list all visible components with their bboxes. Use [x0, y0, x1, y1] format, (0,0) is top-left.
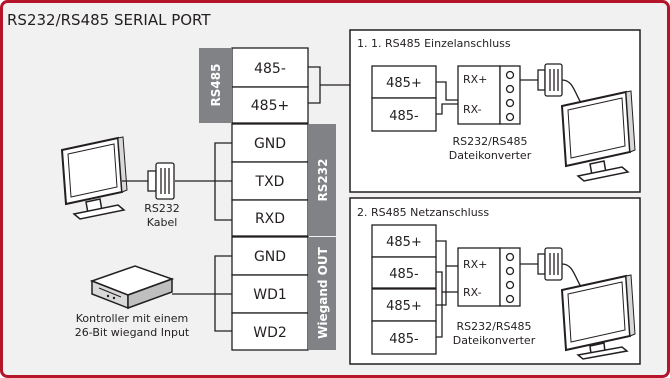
terminal-label-wiegand-gnd: GND — [254, 249, 286, 265]
panel-2-converter-label-line2: Dateikonverter — [453, 334, 536, 347]
panel-1-pin-rx-minus: RX- — [463, 103, 482, 116]
panel-1-monitor-icon — [560, 90, 636, 182]
panel-1-terminal-minus — [371, 97, 437, 132]
monitor-icon — [60, 136, 128, 220]
panel-1-terminal-plus-label: 485+ — [386, 76, 422, 91]
panel-2-monitor-icon — [560, 274, 636, 360]
terminal-label-rxd: RXD — [255, 211, 285, 227]
panel-2-terminal-2-plus — [371, 288, 437, 322]
panel-1-converter-label-line2: Dateikonverter — [449, 149, 532, 162]
terminal-label-rs232-gnd: GND — [254, 136, 286, 152]
panel-network-connection: 2. RS485 Netzanschluss 485+ 485- 485+ 48… — [349, 197, 641, 365]
panel-2-terminal-1-plus — [371, 224, 437, 258]
terminal-cell-rxd — [231, 199, 309, 237]
panel-2-terminal-2-minus-label: 485- — [389, 332, 419, 347]
controller-label-line2: 26-Bit wiegand Input — [75, 326, 190, 339]
terminal-label-485-minus: 485- — [254, 61, 286, 77]
terminal-label-txd: TXD — [255, 174, 285, 190]
terminal-label-485-plus: 485+ — [251, 98, 289, 114]
panel-2-terminal-2-plus-label: 485+ — [386, 299, 422, 314]
panel-1-terminal-minus-label: 485- — [389, 109, 419, 124]
terminal-block — [231, 47, 309, 351]
wiegand-group-label: Wiegand OUT — [316, 246, 330, 338]
panel-2-converter-body — [457, 247, 501, 307]
panel-2-screw-terminals — [505, 252, 515, 304]
terminal-label-wd1: WD1 — [253, 287, 287, 303]
controller-label-line1: Kontroller mit einem — [76, 312, 188, 325]
diagram-title: RS232/RS485 SERIAL PORT — [7, 11, 211, 29]
rs485-group-label: RS485 — [209, 64, 223, 107]
panel-2-terminal-1-minus — [371, 256, 437, 289]
panel-1-converter-label-line1: RS232/RS485 — [453, 135, 528, 148]
rs232-group-tab — [308, 124, 336, 236]
rs232-group-label: RS232 — [316, 159, 330, 202]
pc-cable-label-line2: Kabel — [147, 216, 178, 229]
terminal-label-wd2: WD2 — [253, 325, 287, 341]
wiring — [172, 66, 372, 332]
panel-1-converter-body — [457, 65, 501, 125]
rs485-group-tab — [199, 48, 232, 123]
terminal-cell-rs232-gnd — [231, 123, 309, 163]
panel-2-terminal-1-plus-label: 485+ — [386, 235, 422, 250]
panel-2-terminal-2-minus — [371, 320, 437, 355]
pc-cable-label-line1: RS232 — [144, 202, 180, 215]
terminal-cell-485-minus — [231, 47, 309, 88]
panel-2-pin-rx-minus: RX- — [463, 286, 482, 299]
panel-1-converter-strip — [499, 65, 521, 125]
panel-2-title: 2. RS485 Netzanschluss — [357, 206, 489, 219]
panel-1-title: 1. 1. RS485 Einzelanschluss — [357, 37, 511, 50]
wiegand-group-tab — [308, 237, 336, 350]
panel-2-converter-strip — [499, 247, 521, 307]
panel-single-connection: 1. 1. RS485 Einzelanschluss 485+ 485- RX… — [349, 29, 641, 193]
panel-1-pin-rx-plus: RX+ — [463, 73, 487, 86]
panel-2-pin-rx-plus: RX+ — [463, 258, 487, 271]
panel-2-converter-label-line1: RS232/RS485 — [457, 320, 532, 333]
controller-icon — [89, 265, 175, 310]
panel-1-db9-connector-icon — [537, 63, 563, 97]
panel-2-terminal-1-minus-label: 485- — [389, 267, 419, 282]
terminal-cell-485-plus — [231, 86, 309, 124]
db9-connector-icon — [147, 162, 175, 200]
panel-1-screw-terminals — [505, 70, 515, 122]
